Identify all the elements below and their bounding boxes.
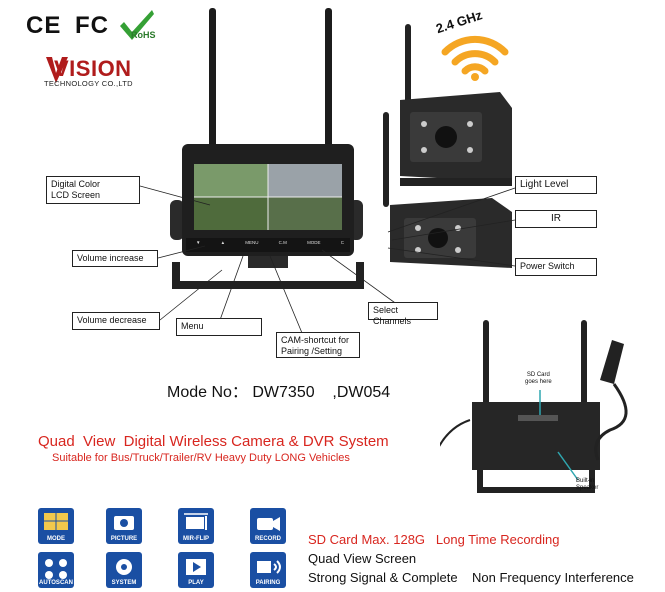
product-subtitle: Suitable for Bus/Truck/Trailer/RV Heavy … bbox=[52, 452, 350, 464]
callout-menu: Menu bbox=[176, 318, 262, 336]
callout-select-channels: Select Channels bbox=[368, 302, 438, 326]
callout-power-switch: Power Switch bbox=[515, 258, 597, 276]
monitor-button-down[interactable]: ▼ bbox=[196, 240, 201, 245]
dvr-speaker-label: Built-in Speaker bbox=[576, 478, 599, 491]
callout-cam-shortcut: CAM-shortcut for Pairing /Setting bbox=[276, 332, 360, 358]
feature-quad-view: Quad View Screen bbox=[308, 551, 417, 566]
rohs-check-icon bbox=[120, 10, 154, 40]
play-icon: PLAY bbox=[178, 552, 214, 588]
fc-mark: FC bbox=[75, 12, 110, 39]
monitor-button-menu[interactable]: MENU bbox=[245, 240, 259, 245]
monitor-illustration bbox=[139, 8, 516, 334]
feature-strong-signal: Strong Signal & Complete Non Frequency I… bbox=[308, 570, 634, 585]
mode-icon: MODE bbox=[38, 508, 74, 544]
pairing-icon-label: PAIRING bbox=[255, 580, 281, 586]
brand-name: VISION bbox=[54, 56, 132, 81]
monitor-button-mode[interactable]: MODE bbox=[307, 240, 321, 245]
wifi-icon bbox=[441, 35, 509, 81]
callout-light-level: Light Level bbox=[515, 176, 597, 194]
pairing-icon: PAIRING bbox=[250, 552, 286, 588]
monitor-button-c[interactable]: C bbox=[340, 240, 344, 245]
record-icon-label: RECORD bbox=[254, 536, 281, 542]
monitor-button-cm[interactable]: C.M bbox=[278, 240, 287, 245]
model-number: Mode No： DW7350 ,DW054 bbox=[167, 384, 391, 401]
record-icon: RECORD bbox=[250, 508, 286, 544]
callout-volume-increase: Volume increase bbox=[72, 250, 158, 267]
picture-icon: PICTURE bbox=[106, 508, 142, 544]
mir-flip-icon: MIR-FLIP bbox=[178, 508, 214, 544]
brand-logo-icon bbox=[46, 57, 68, 83]
feature-sd-card: SD Card Max. 128G Long Time Recording bbox=[308, 532, 560, 547]
callout-volume-decrease: Volume decrease bbox=[72, 312, 160, 330]
ce-mark: CE bbox=[26, 12, 62, 39]
system-gear-icon: SYSTEM bbox=[106, 552, 142, 588]
autoscan-icon-label: AUTOSCAN bbox=[39, 580, 73, 586]
monitor-button-up[interactable]: ▲ bbox=[220, 240, 226, 245]
monitor-button-row: ▼ ▲ MENU C.M MODE C bbox=[196, 240, 344, 245]
system-icon-label: SYSTEM bbox=[111, 580, 137, 586]
brand-tagline: TECHNOLOGY CO.,LTD bbox=[44, 79, 133, 88]
dvr-illustration bbox=[440, 320, 628, 493]
play-icon-label: PLAY bbox=[188, 580, 204, 586]
callout-ir: IR bbox=[515, 210, 597, 228]
rohs-mark: RoHS bbox=[131, 30, 156, 40]
mode-icon-label: MODE bbox=[47, 536, 65, 542]
ce-fc-marks: CE FC bbox=[26, 12, 109, 40]
autoscan-icon: AUTOSCAN bbox=[38, 552, 74, 588]
dvr-sd-card-label: SD Card goes here bbox=[525, 372, 552, 385]
picture-icon-label: PICTURE bbox=[110, 536, 138, 542]
callout-lcd-screen: Digital Color LCD Screen bbox=[46, 176, 140, 204]
product-headline: Quad View Digital Wireless Camera & DVR … bbox=[38, 433, 389, 450]
mir-flip-icon-label: MIR-FLIP bbox=[183, 536, 209, 542]
